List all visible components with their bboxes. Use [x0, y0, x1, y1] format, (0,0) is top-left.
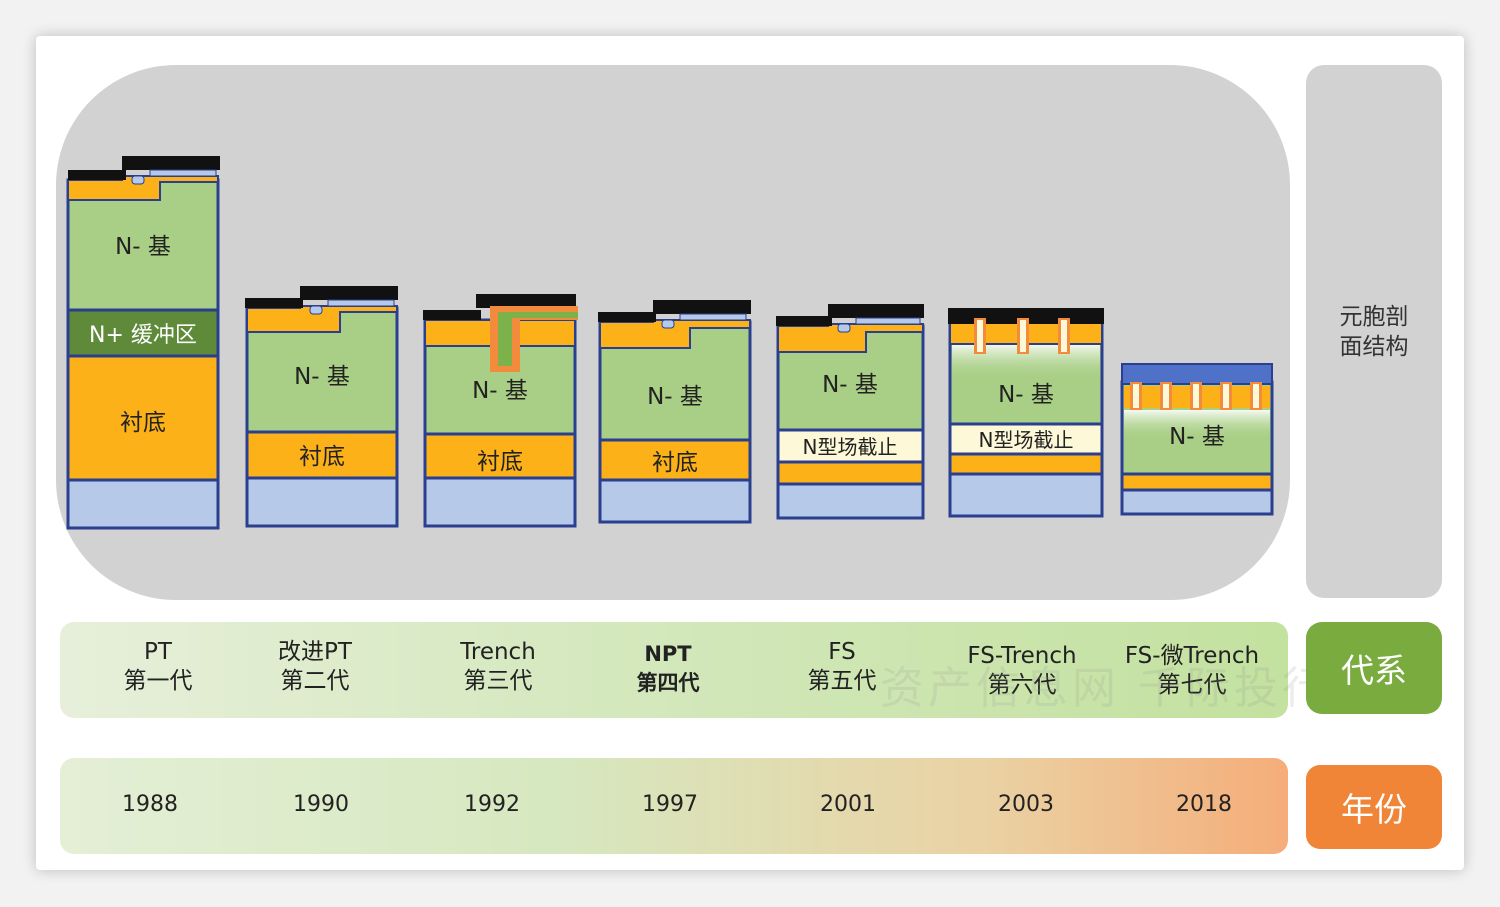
generation-label-6: FS-Trench 第六代	[967, 643, 1077, 698]
gen6-n-base-label: N- 基	[998, 382, 1054, 408]
generation-label-7: FS-微Trench 第七代	[1124, 643, 1260, 698]
year-label-5: 2001	[820, 792, 876, 817]
structure-gen3: N- 基 衬底	[423, 294, 578, 528]
structure-gen6: N- 基 N型场截止	[948, 308, 1104, 518]
gen1-buffer-label: N+ 缓冲区	[89, 323, 197, 348]
gen7-n-base-label: N- 基	[1169, 424, 1225, 450]
structure-gen7: N- 基	[1120, 363, 1274, 516]
generation-row-label: 代系	[1306, 622, 1442, 714]
structure-gen2: N- 基 衬底	[245, 286, 399, 528]
gen3-substrate-label: 衬底	[477, 449, 523, 475]
year-band	[60, 758, 1288, 854]
gen2-substrate-label: 衬底	[299, 444, 345, 470]
watermark: 资产信息网 千际投行	[880, 663, 1330, 714]
gen1-n-base-label: N- 基	[115, 234, 171, 260]
gen4-substrate-label: 衬底	[652, 450, 698, 476]
structure-gen5: N- 基 N型场截止	[776, 304, 925, 520]
year-label-3: 1992	[464, 792, 520, 817]
structure-gen4: N- 基 衬底	[598, 300, 752, 524]
year-label-4: 1997	[642, 792, 698, 817]
generation-label-3: Trench 第三代	[460, 639, 536, 694]
generation-label-4: NPT 第四代	[636, 642, 700, 695]
year-row-label: 年份	[1306, 765, 1442, 849]
gen6-field-stop-label: N型场截止	[979, 428, 1074, 452]
year-label-6: 2003	[998, 792, 1054, 817]
gen4-n-base-label: N- 基	[647, 384, 703, 410]
gen5-n-base-label: N- 基	[822, 372, 878, 398]
year-label-2: 1990	[293, 792, 349, 817]
gen1-substrate-label: 衬底	[120, 410, 166, 436]
structure-gen1: N- 基 N+ 缓冲区 衬底	[66, 156, 220, 530]
gen2-n-base-label: N- 基	[294, 364, 350, 390]
generation-label-2: 改进PT 第二代	[278, 639, 352, 694]
generation-label-1: PT 第一代	[123, 639, 193, 694]
cell-structure-row-label: 元胞剖 面结构	[1306, 65, 1442, 598]
generation-label-5: FS 第五代	[807, 639, 877, 694]
year-label-7: 2018	[1176, 792, 1232, 817]
gen5-field-stop-label: N型场截止	[803, 435, 898, 459]
year-label-1: 1988	[122, 792, 178, 817]
generation-band	[60, 622, 1288, 718]
gen3-n-base-label: N- 基	[472, 378, 528, 404]
